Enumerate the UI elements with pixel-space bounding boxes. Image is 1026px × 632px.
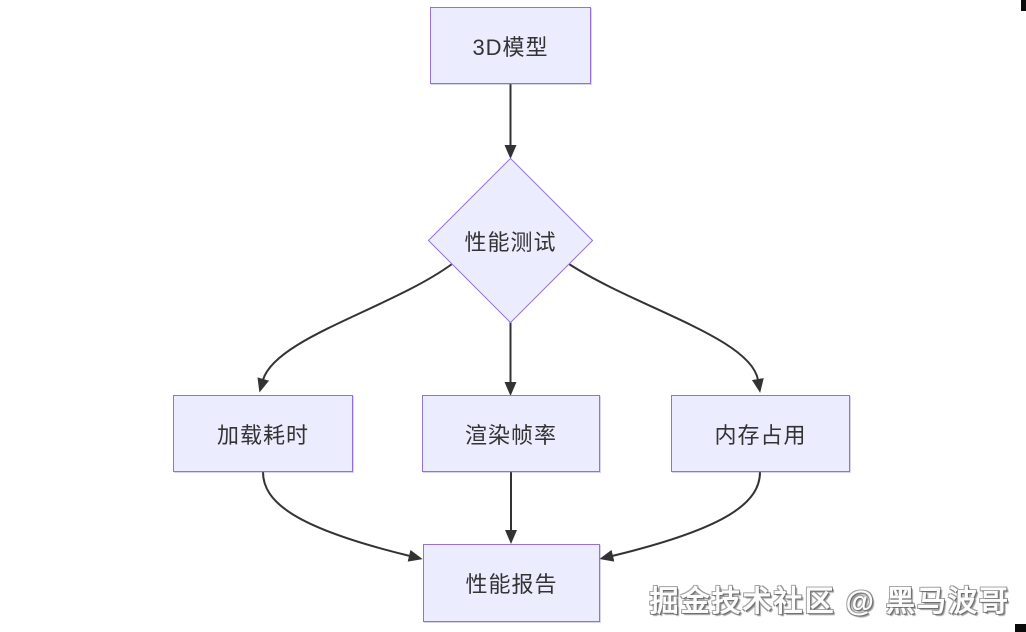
node-render-fps-label: 渲染帧率 — [464, 422, 557, 448]
node-memory-usage[interactable]: 内存占用 — [671, 395, 850, 472]
node-memory-usage-label: 内存占用 — [714, 422, 807, 448]
node-performance-report-label: 性能报告 — [465, 572, 558, 597]
edge-test-to-memory — [568, 263, 764, 393]
edge-load-to-report — [262, 471, 423, 562]
edge-test-to-load — [257, 263, 453, 393]
node-load-time[interactable]: 加载耗时 — [173, 395, 353, 472]
node-performance-report[interactable]: 性能报告 — [423, 544, 600, 622]
node-load-time-label: 加载耗时 — [216, 422, 309, 448]
node-3d-model-label: 3D模型 — [472, 34, 549, 60]
node-3d-model[interactable]: 3D模型 — [430, 7, 591, 84]
watermark-text: 掘金技术社区 @ 黑马波哥 — [649, 586, 1010, 618]
screen-edge-artifact-top-right — [1021, 0, 1026, 11]
node-performance-test-label: 性能测试 — [464, 229, 557, 255]
node-render-fps[interactable]: 渲染帧率 — [422, 395, 600, 472]
screen-edge-artifact-bottom-right — [1015, 624, 1026, 632]
edge-memory-to-report — [599, 471, 761, 562]
